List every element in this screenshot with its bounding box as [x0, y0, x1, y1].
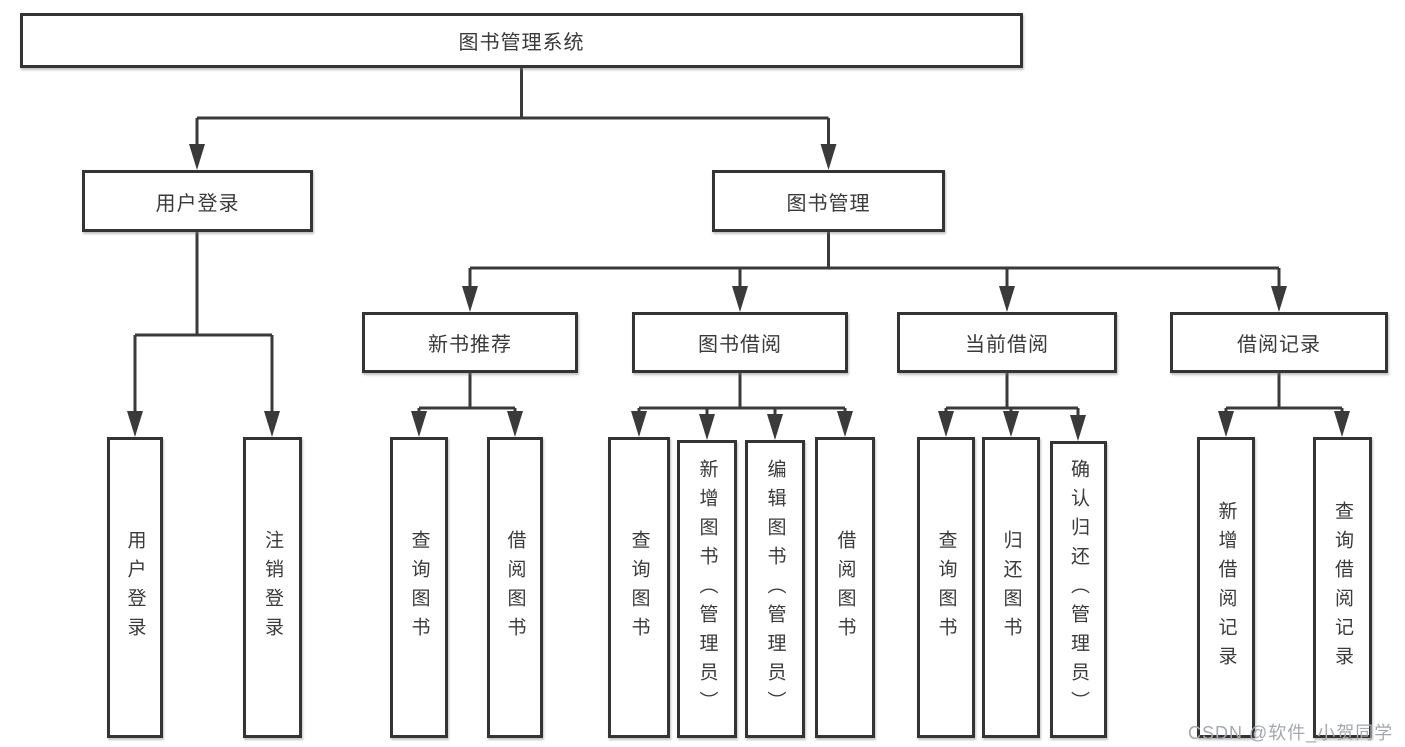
leaf-borrow-books-1: 借阅图书: [487, 437, 543, 738]
node-current-borrowing: 当前借阅: [897, 312, 1117, 373]
node-book-borrowing-label: 图书借阅: [698, 334, 782, 356]
leaf-borrow-books-2: 借阅图书: [815, 437, 875, 738]
leaf-user-login-label: 用户登录: [124, 529, 146, 646]
leaf-query-books-3-label: 查询图书: [935, 529, 957, 646]
leaf-query-books-3: 查询图书: [917, 437, 975, 738]
leaf-add-books-admin: 新增图书（管理员）: [677, 440, 737, 738]
leaf-return-books-label: 归还图书: [1000, 529, 1022, 646]
leaf-confirm-return-admin-label: 确认归还（管理员）: [1068, 459, 1089, 720]
node-borrowing-records: 借阅记录: [1170, 312, 1388, 373]
leaf-edit-books-admin: 编辑图书（管理员）: [745, 440, 805, 738]
leaf-query-books-1: 查询图书: [390, 437, 448, 738]
leaf-query-borrow-record-label: 查询借阅记录: [1332, 500, 1353, 675]
node-book-management: 图书管理: [712, 170, 945, 232]
node-current-borrowing-label: 当前借阅: [965, 334, 1049, 356]
node-new-book-recommend-label: 新书推荐: [428, 334, 512, 356]
leaf-query-books-2-label: 查询图书: [628, 529, 650, 646]
node-library-system-label: 图书管理系统: [458, 32, 585, 54]
leaf-query-books-1-label: 查询图书: [408, 529, 430, 646]
leaf-borrow-books-2-label: 借阅图书: [834, 529, 856, 646]
leaf-add-borrow-record-label: 新增借阅记录: [1215, 500, 1237, 675]
csdn-watermark: CSDN @软件_小贺同学: [1188, 723, 1394, 743]
leaf-user-login: 用户登录: [107, 437, 163, 738]
node-borrowing-records-label: 借阅记录: [1237, 334, 1321, 356]
leaf-edit-books-admin-label: 编辑图书（管理员）: [764, 458, 786, 720]
leaf-add-books-admin-label: 新增图书（管理员）: [696, 458, 718, 720]
leaf-logout: 注销登录: [243, 437, 302, 738]
leaf-return-books: 归还图书: [982, 437, 1040, 738]
node-user-login: 用户登录: [82, 170, 313, 232]
leaf-add-borrow-record: 新增借阅记录: [1197, 437, 1255, 738]
node-user-login-label: 用户登录: [155, 192, 240, 215]
leaf-borrow-books-1-label: 借阅图书: [504, 529, 526, 646]
leaf-confirm-return-admin: 确认归还（管理员）: [1050, 441, 1107, 738]
node-book-management-label: 图书管理: [786, 192, 871, 215]
node-book-borrowing: 图书借阅: [632, 312, 848, 373]
leaf-query-borrow-record: 查询借阅记录: [1313, 437, 1372, 738]
leaf-logout-label: 注销登录: [262, 529, 283, 646]
node-new-book-recommend: 新书推荐: [362, 312, 578, 373]
leaf-query-books-2: 查询图书: [608, 437, 670, 738]
node-library-system: 图书管理系统: [20, 13, 1023, 68]
